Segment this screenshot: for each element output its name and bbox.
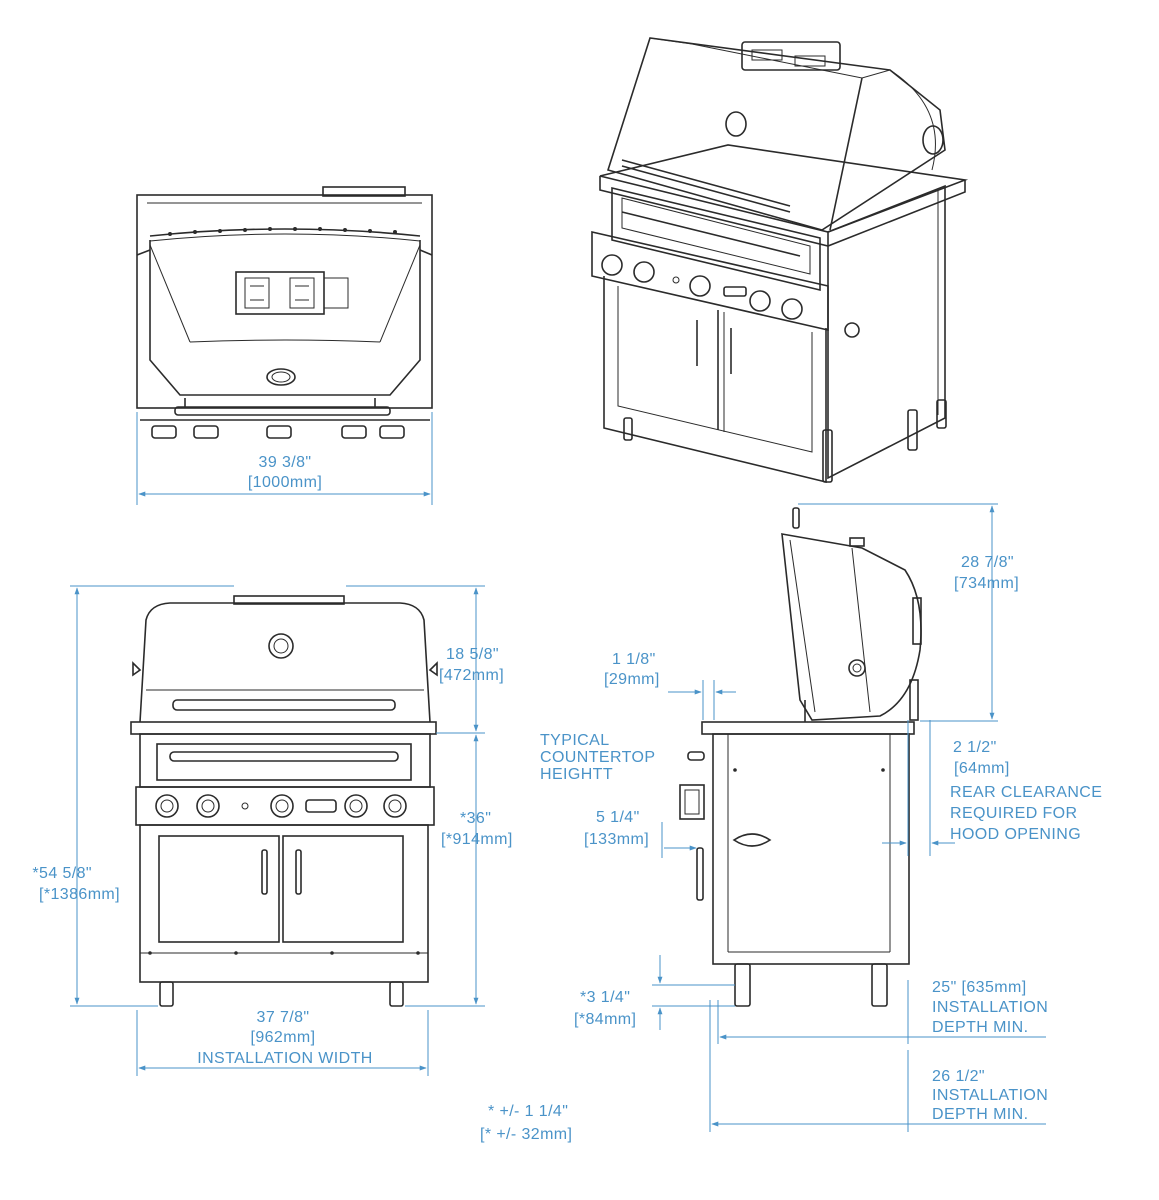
install-width-in: 37 7/8"	[257, 1009, 310, 1026]
rear-clear-label-1: REAR CLEARANCE	[950, 784, 1102, 801]
lip-mm: [29mm]	[604, 671, 660, 688]
front-view-drawing	[130, 595, 438, 1007]
lip-in: 1 1/8"	[612, 651, 656, 668]
open-hood-mm: [734mm]	[954, 575, 1019, 592]
tolerance-line-1: * +/- 1 1/4"	[488, 1103, 568, 1120]
side-dimensions	[652, 503, 1046, 1132]
hood-height-in: 18 5/8"	[446, 646, 499, 663]
front-dimensions	[70, 585, 485, 1076]
tolerance-line-2: [* +/- 32mm]	[480, 1126, 572, 1143]
total-height-in: *54 5/8"	[32, 865, 92, 882]
top-width-dimension	[136, 412, 433, 505]
depth1-line-3: DEPTH MIN.	[932, 1019, 1028, 1036]
handle-mm: [133mm]	[584, 831, 649, 848]
front-thermometer-icon	[268, 633, 294, 659]
iso-knobs	[601, 254, 803, 320]
depth1-line-1: 25" [635mm]	[932, 979, 1027, 996]
warming-rack-icon	[235, 271, 349, 315]
top-width-mm: [1000mm]	[248, 474, 322, 491]
countertop-in: *36"	[460, 810, 491, 827]
rear-clear-in: 2 1/2"	[953, 739, 997, 756]
top-view-drawing	[136, 186, 433, 439]
side-view-drawing	[679, 507, 922, 1007]
handle-in: 5 1/4"	[596, 809, 640, 826]
thermometer-icon	[266, 368, 296, 386]
depth2-line-3: DEPTH MIN.	[932, 1106, 1028, 1123]
leg-in: *3 1/4"	[580, 989, 630, 1006]
open-hood-in: 28 7/8"	[961, 554, 1014, 571]
hood-height-mm: [472mm]	[439, 667, 504, 684]
depth1-line-2: INSTALLATION	[932, 999, 1048, 1016]
rear-clear-mm: [64mm]	[954, 760, 1010, 777]
countertop-label-3: HEIGHTT	[540, 766, 613, 783]
depth2-line-1: 26 1/2"	[932, 1068, 985, 1085]
install-width-mm: [962mm]	[250, 1029, 315, 1046]
isometric-view-drawing	[591, 37, 969, 484]
rear-clear-label-2: REQUIRED FOR	[950, 805, 1077, 822]
leg-mm: [*84mm]	[574, 1011, 636, 1028]
top-view-knobs	[151, 425, 405, 439]
top-width-in: 39 3/8"	[259, 454, 312, 471]
countertop-label-1: TYPICAL	[540, 732, 610, 749]
countertop-mm: [*914mm]	[441, 831, 513, 848]
total-height-mm: [*1386mm]	[39, 886, 120, 903]
rear-clear-label-3: HOOD OPENING	[950, 826, 1081, 843]
front-knobs	[155, 794, 407, 818]
depth2-line-2: INSTALLATION	[932, 1087, 1048, 1104]
countertop-label-2: COUNTERTOP	[540, 749, 655, 766]
hinge-dots	[168, 227, 397, 236]
install-width-label: INSTALLATION WIDTH	[197, 1050, 373, 1067]
